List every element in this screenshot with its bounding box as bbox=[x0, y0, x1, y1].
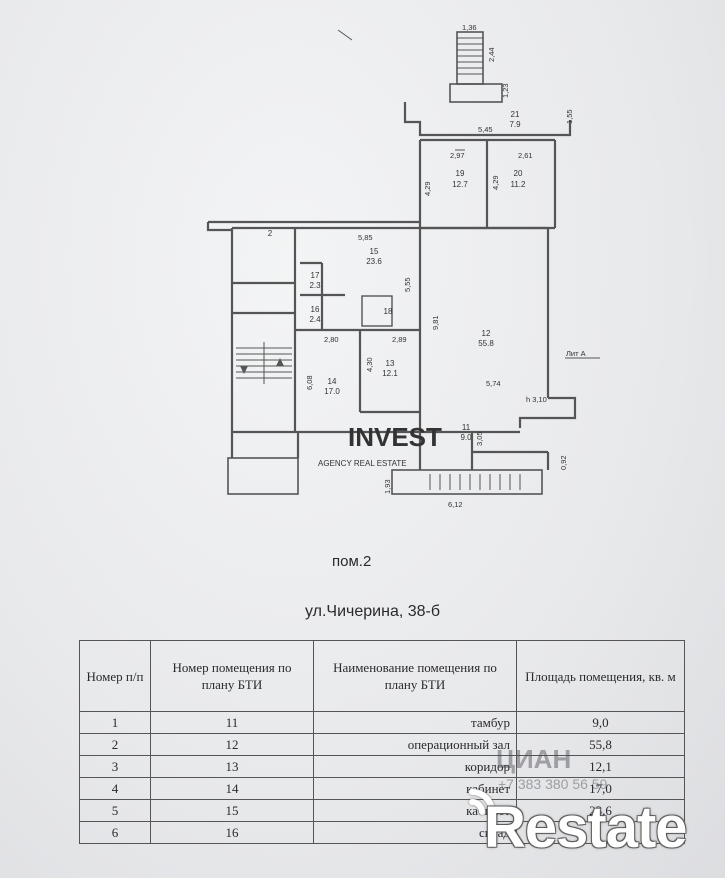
cell-area bbox=[516, 821, 685, 844]
cell-name: коридор bbox=[313, 755, 517, 778]
dim-label: 2,44 bbox=[487, 47, 496, 62]
cell-bti: 14 bbox=[150, 777, 314, 800]
room-16-number: 16 bbox=[311, 305, 320, 314]
premise-caption: пом.2 bbox=[332, 553, 372, 570]
restate-logo-text: Restate bbox=[484, 795, 688, 860]
table-row: 6 16 склад bbox=[79, 821, 685, 844]
column-header: Номер помещения по плану БТИ bbox=[150, 640, 314, 712]
dim-label: 5,85 bbox=[358, 233, 373, 242]
premises-table: Номер п/п Номер помещения по плану БТИ Н… bbox=[79, 640, 685, 844]
room-12-area: 55.8 bbox=[478, 339, 494, 348]
dim-label: 3,05 bbox=[475, 431, 484, 446]
cell-bti: 13 bbox=[150, 755, 314, 778]
room-16-area: 2.4 bbox=[309, 315, 321, 324]
room-19-number: 19 bbox=[456, 169, 465, 178]
room-20-number: 20 bbox=[514, 169, 523, 178]
cell-area: 9,0 bbox=[516, 711, 685, 734]
dim-label: 5,74 bbox=[486, 379, 501, 388]
cell-number: 3 bbox=[79, 755, 151, 778]
cell-number: 6 bbox=[79, 821, 151, 844]
cell-name: склад bbox=[313, 821, 517, 844]
cell-area: 23,6 bbox=[516, 799, 685, 822]
watermark-cian: ЦИАН bbox=[496, 744, 572, 774]
table-header-row: Номер п/п Номер помещения по плану БТИ Н… bbox=[79, 640, 685, 712]
cell-bti: 15 bbox=[150, 799, 314, 822]
room-15-area: 23.6 bbox=[366, 257, 382, 266]
cell-area: 55,8 bbox=[516, 733, 685, 756]
dim-label: 9,81 bbox=[431, 315, 440, 330]
room-19-area: 12.7 bbox=[452, 180, 468, 189]
dim-label: h 3,10 bbox=[526, 395, 547, 404]
room-13-number: 13 bbox=[386, 359, 395, 368]
watermark-agency: AGENCY REAL ESTATE bbox=[318, 459, 407, 468]
room-17-area: 2.3 bbox=[309, 281, 321, 290]
dim-label: 1,23 bbox=[501, 83, 510, 98]
stair-arrow-down-icon bbox=[240, 366, 248, 374]
table-row: 4 14 кабинет 17,0 bbox=[79, 777, 685, 800]
table-row: 5 15 кабинет 23,6 bbox=[79, 799, 685, 822]
column-header: Наименование помещения по плану БТИ bbox=[313, 640, 517, 712]
restate-logo: Restate bbox=[444, 782, 725, 878]
cell-bti: 12 bbox=[150, 733, 314, 756]
column-header: Номер п/п bbox=[79, 640, 151, 712]
dim-label: 6,12 bbox=[448, 500, 463, 509]
signal-waves-icon bbox=[469, 789, 495, 815]
dim-label: 4,29 bbox=[423, 181, 432, 196]
watermark-invest: INVEST bbox=[348, 422, 442, 452]
room-2-number: 2 bbox=[268, 229, 273, 238]
table-row: 2 12 операционный зал 55,8 bbox=[79, 733, 685, 756]
dim-label: 2,89 bbox=[392, 335, 407, 344]
dim-label: 5,55 bbox=[403, 277, 412, 292]
room-13-area: 12.1 bbox=[382, 369, 398, 378]
dim-label: 0,92 bbox=[559, 455, 568, 470]
room-21-area: 7.9 bbox=[509, 120, 521, 129]
cell-name: тамбур bbox=[313, 711, 517, 734]
room-11-number: 11 bbox=[462, 423, 471, 432]
dim-label: 1,36 bbox=[462, 23, 477, 32]
dim-label: 4,30 bbox=[365, 357, 374, 372]
table-row: 1 11 тамбур 9,0 bbox=[79, 711, 685, 734]
room-20-area: 11.2 bbox=[511, 180, 527, 189]
room-11-area: 9.0 bbox=[460, 433, 472, 442]
dim-label: 2,80 bbox=[324, 335, 339, 344]
room-14-number: 14 bbox=[328, 377, 337, 386]
dim-label: 2,97 bbox=[450, 151, 465, 160]
dim-label: 1,55 bbox=[565, 109, 574, 124]
room-17-number: 17 bbox=[311, 271, 320, 280]
dim-label: 4,29 bbox=[491, 175, 500, 190]
lit-label: Лит А bbox=[566, 349, 586, 358]
cell-name: операционный зал bbox=[313, 733, 517, 756]
floor-plan: 2 11 9.0 12 55.8 13 12.1 14 17.0 15 23.6… bbox=[206, 23, 600, 509]
room-15-number: 15 bbox=[370, 247, 379, 256]
cell-bti: 11 bbox=[150, 711, 314, 734]
room-18-number: 18 bbox=[384, 307, 393, 316]
room-14-area: 17.0 bbox=[324, 387, 340, 396]
dim-label: 6,08 bbox=[305, 375, 314, 390]
stair-arrow-up-icon bbox=[276, 358, 284, 366]
cell-number: 5 bbox=[79, 799, 151, 822]
watermark-phone: +7 383 380 56 59 bbox=[498, 776, 608, 792]
dim-label: 5,45 bbox=[478, 125, 493, 134]
cell-number: 1 bbox=[79, 711, 151, 734]
room-12-number: 12 bbox=[482, 329, 491, 338]
dim-label: 1,93 bbox=[383, 479, 392, 494]
dim-label: 2,61 bbox=[518, 151, 533, 160]
cell-number: 4 bbox=[79, 777, 151, 800]
column-header: Площадь помещения, кв. м bbox=[516, 640, 685, 712]
cell-bti: 16 bbox=[150, 821, 314, 844]
address-caption: ул.Чичерина, 38-б bbox=[305, 603, 441, 620]
cell-number: 2 bbox=[79, 733, 151, 756]
room-21-number: 21 bbox=[511, 110, 520, 119]
table-row: 3 13 коридор 12,1 bbox=[79, 755, 685, 778]
